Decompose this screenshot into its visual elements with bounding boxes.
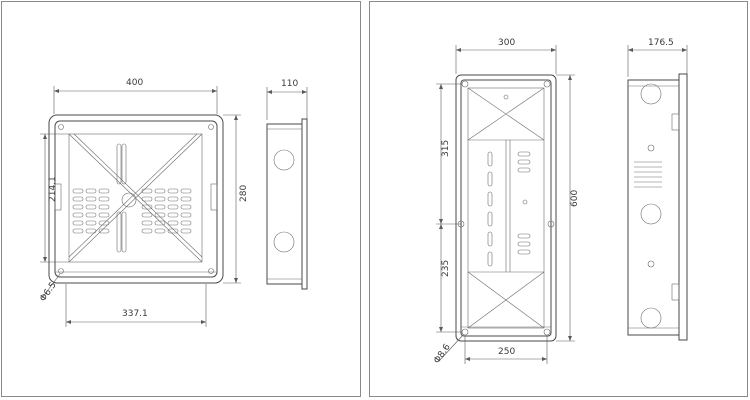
label-height-outer: 280 xyxy=(239,185,249,202)
front-view-box-right xyxy=(455,74,557,342)
dimension-width-top: 400 xyxy=(53,78,218,114)
dimension-height-total: 600 xyxy=(556,74,580,342)
dimension-height-upper: 315 xyxy=(436,83,462,225)
side-view-box-right: 176.5 xyxy=(627,38,688,341)
right-drawing-panel: 300 xyxy=(369,1,748,397)
dimension-height-lower: 235 xyxy=(436,224,462,333)
slot-grid-left xyxy=(72,188,110,234)
dimension-height-inner: 214.1 xyxy=(40,133,69,263)
left-drawing-svg: 400 xyxy=(38,78,308,327)
dimension-width-top-right: 300 xyxy=(455,38,557,74)
right-drawing-svg: 300 xyxy=(432,38,688,366)
label-hole-diameter-right: Φ8.6 xyxy=(432,342,453,365)
dimension-width-bottom: 337.1 xyxy=(65,284,207,327)
dimension-hole: Φ6.5 xyxy=(38,273,61,304)
label-height-total: 600 xyxy=(570,190,580,207)
slot-column-right xyxy=(487,94,531,267)
dimension-hole-right: Φ8.6 xyxy=(432,334,464,366)
label-depth-right: 176.5 xyxy=(648,38,674,48)
label-height-inner: 214.1 xyxy=(48,176,58,202)
label-width-top: 400 xyxy=(126,78,143,88)
label-hole-diameter: Φ6.5 xyxy=(38,280,58,303)
label-width-bottom-right: 250 xyxy=(498,347,515,357)
label-width-bottom: 337.1 xyxy=(122,309,148,319)
side-view-box: 110 xyxy=(266,79,308,290)
dimension-height-outer: 280 xyxy=(223,114,249,284)
label-width-top-right: 300 xyxy=(498,38,515,48)
label-height-lower: 235 xyxy=(441,260,451,277)
slot-grid-right xyxy=(141,188,192,234)
front-view-box xyxy=(48,114,224,284)
vent-slots xyxy=(634,161,662,188)
left-drawing-panel: 400 xyxy=(1,1,361,397)
dimension-width-bottom-right: 250 xyxy=(464,336,548,364)
label-depth: 110 xyxy=(281,79,298,89)
label-height-upper: 315 xyxy=(441,140,451,157)
